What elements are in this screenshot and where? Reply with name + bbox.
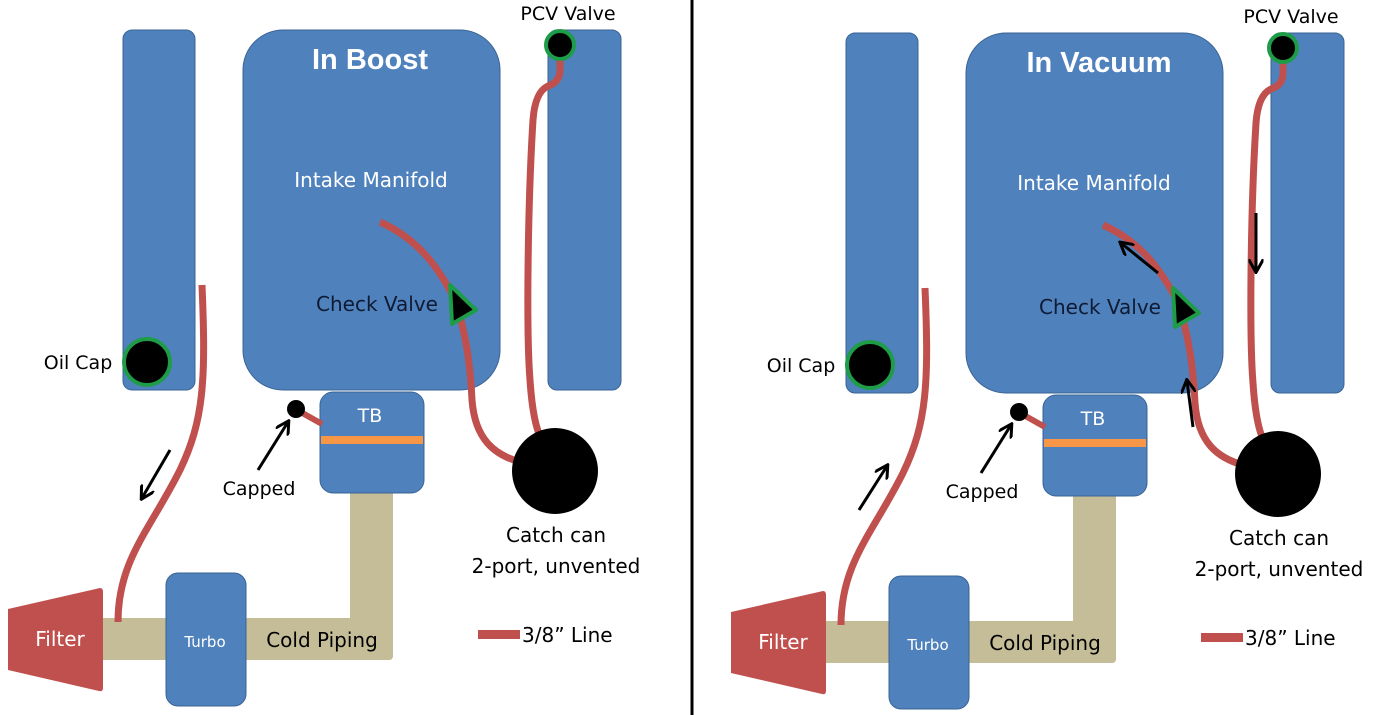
hose-pcv-to-catchcan — [524, 46, 564, 442]
throttle-body-label: TB — [357, 405, 383, 427]
pcv-valve-icon — [1267, 32, 1299, 64]
cold-piping-label: Cold Piping — [989, 631, 1101, 655]
legend-line-swatch — [478, 630, 520, 639]
catch-can-label: Catch can — [506, 523, 606, 547]
legend-label: 3/8” Line — [1245, 626, 1336, 650]
oil-cap-icon — [845, 340, 895, 390]
catch-can-sublabel: 2-port, unvented — [472, 554, 641, 578]
intake-manifold-label: Intake Manifold — [294, 168, 447, 192]
filter-label: Filter — [758, 630, 808, 654]
pcv-valve-label: PCV Valve — [1243, 6, 1338, 28]
throttle-body-label: TB — [1080, 408, 1106, 430]
flow-arrow-icon — [142, 449, 172, 498]
panel-in-boost: In Boost Intake Manifold Check Valve PCV… — [8, 3, 641, 707]
catch-can-icon — [1235, 431, 1321, 517]
capped-port-icon — [287, 400, 305, 418]
flow-arrow-icon — [1121, 243, 1159, 275]
check-valve-label: Check Valve — [316, 292, 438, 316]
legend-label: 3/8” Line — [522, 623, 613, 647]
throttle-plate — [1044, 439, 1146, 447]
catch-can-sublabel: 2-port, unvented — [1195, 557, 1364, 581]
filter-label: Filter — [35, 627, 85, 651]
filter — [8, 588, 103, 692]
cold-piping-label: Cold Piping — [266, 628, 378, 652]
oil-cap-label: Oil Cap — [44, 352, 113, 374]
hose-catchcan-to-manifold — [1101, 221, 1244, 469]
catch-can-icon — [512, 428, 598, 514]
throttle-body — [319, 391, 425, 494]
check-valve-icon — [1171, 286, 1201, 329]
hose-oilcap-to-filter — [114, 284, 208, 623]
head-bank-left — [122, 29, 196, 391]
turbo-label: Turbo — [906, 636, 948, 654]
catch-can-label: Catch can — [1229, 526, 1329, 550]
pcv-valve-icon — [544, 29, 576, 61]
capped-label: Capped — [946, 481, 1019, 503]
head-bank-right — [1270, 32, 1345, 394]
intake-manifold — [965, 32, 1224, 394]
turbo-label: Turbo — [183, 633, 225, 651]
flow-arrow-icon — [857, 466, 887, 511]
capped-label: Capped — [223, 478, 296, 500]
flow-arrow-icon — [1187, 381, 1193, 428]
head-bank-left — [845, 32, 919, 394]
filter — [731, 591, 826, 695]
hose-filter-to-oilcap — [837, 287, 931, 626]
oil-cap-label: Oil Cap — [767, 355, 836, 377]
panel-in-vacuum: In Vacuum Intake Manifold Check Valve PC… — [731, 6, 1364, 710]
panel-title: In Vacuum — [1026, 47, 1171, 79]
check-valve-label: Check Valve — [1039, 295, 1161, 319]
capped-pointer-arrow-icon — [979, 425, 1011, 474]
head-bank-right — [547, 29, 622, 391]
throttle-plate — [321, 436, 423, 444]
intake-manifold-label: Intake Manifold — [1017, 171, 1170, 195]
panel-title: In Boost — [312, 44, 428, 76]
hose-lines — [837, 49, 1287, 626]
capped-pointer-arrow-icon — [256, 422, 288, 471]
turbo — [888, 575, 970, 710]
check-valve-icon — [448, 283, 478, 326]
throttle-body — [1042, 394, 1148, 497]
intake-manifold — [242, 29, 501, 391]
pcv-valve-label: PCV Valve — [520, 3, 615, 25]
hose-pcv-to-catchcan — [1247, 49, 1287, 445]
legend-line-swatch — [1201, 633, 1243, 642]
turbo — [165, 572, 247, 707]
hose-manifold-to-catchcan — [378, 218, 521, 466]
capped-port-icon — [1010, 403, 1028, 421]
oil-cap-icon — [122, 337, 172, 387]
hose-lines — [114, 46, 564, 623]
